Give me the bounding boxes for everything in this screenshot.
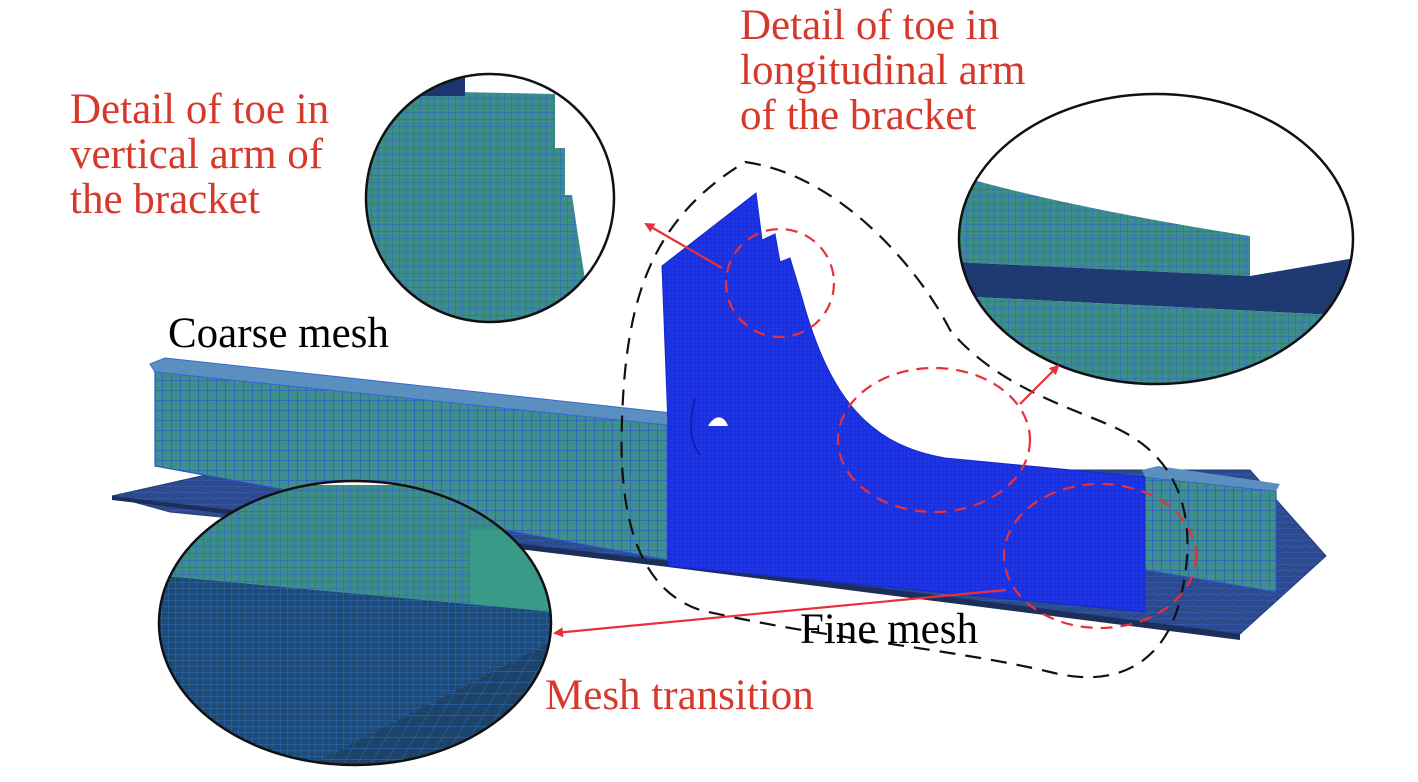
label-longitudinal-toe-line3: of the bracket (740, 92, 977, 139)
label-fine-mesh: Fine mesh (800, 606, 978, 653)
zoom-vertical-toe (364, 72, 616, 324)
scallop-edge (690, 397, 701, 456)
fe-model (111, 192, 1327, 640)
fine-mesh-region-outline (620, 160, 1189, 679)
hotspot-circle-transition (1002, 482, 1198, 630)
bracket-fine-mesh (661, 192, 1146, 613)
label-longitudinal-toe: Detail of toe in longitudinal arm of the… (740, 3, 1025, 138)
label-longitudinal-toe-line1: Detail of toe in (740, 2, 1000, 49)
label-longitudinal-toe-line2: longitudinal arm (740, 47, 1026, 94)
label-vertical-toe-line1: Detail of toe in (70, 86, 330, 133)
label-coarse-mesh: Coarse mesh (168, 310, 389, 357)
hotspot-circle-vertical-toe (724, 227, 836, 339)
arrow-to-longitudinal-toe (1019, 364, 1060, 405)
hotspot-circle-longitudinal-toe (836, 366, 1032, 514)
label-vertical-toe-line2: vertical arm of (70, 131, 324, 178)
label-vertical-toe-line3: the bracket (70, 176, 260, 223)
arrow-to-vertical-toe (644, 222, 723, 269)
coarse-web-right-top (1142, 466, 1280, 491)
label-mesh-transition: Mesh transition (545, 672, 814, 719)
arrow-to-transition (553, 588, 1007, 638)
zoom-mesh-transition (157, 479, 553, 767)
scallop-cutout (708, 417, 728, 426)
label-vertical-toe: Detail of toe in vertical arm of the bra… (70, 87, 329, 222)
